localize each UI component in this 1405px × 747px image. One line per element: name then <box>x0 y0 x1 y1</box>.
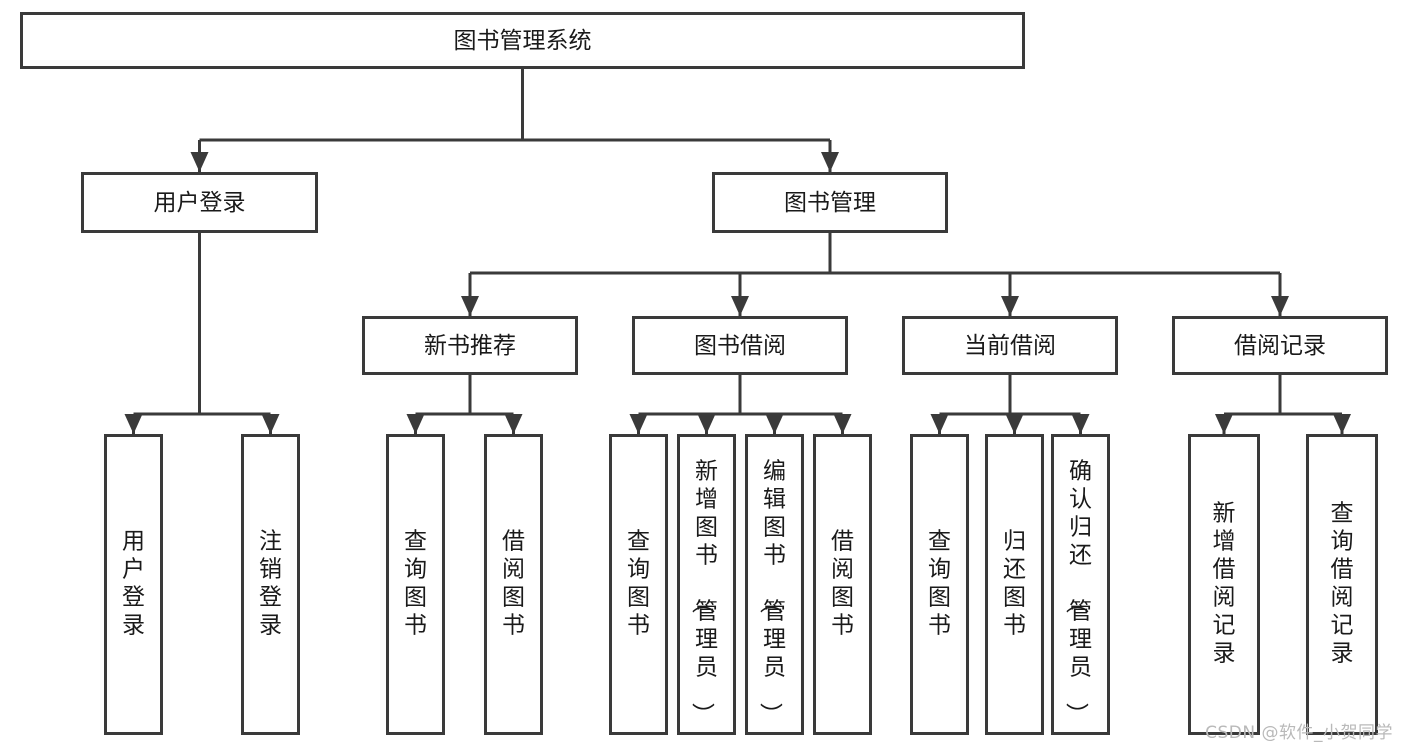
node-leaf-4[interactable]: 查询图书 <box>609 434 668 735</box>
connector-layer <box>124 69 1351 434</box>
node-leaf-5-rect[interactable] <box>677 434 736 735</box>
node-leaf-6-rect[interactable] <box>745 434 804 735</box>
node-leaf-9-label: 归还图书 <box>1003 529 1026 639</box>
node-leaf-10-rect[interactable] <box>1051 434 1110 735</box>
node-level3-3[interactable]: 借阅记录 <box>1172 316 1388 375</box>
node-leaf-10-label: 确认归还（管理员） <box>1063 459 1092 726</box>
node-level3-3-label: 借阅记录 <box>1234 333 1326 359</box>
node-level3-1[interactable]: 图书借阅 <box>632 316 848 375</box>
watermark-text: CSDN @软件_小贺同学 <box>1205 723 1393 743</box>
arrow-head-icon <box>1005 414 1024 434</box>
node-leaf-2-label: 查询图书 <box>404 529 427 639</box>
node-leaf-1-label: 注销登录 <box>259 529 282 639</box>
node-leaf-0-rect[interactable] <box>104 434 163 735</box>
node-leaf-9[interactable]: 归还图书 <box>985 434 1044 735</box>
node-level2-0-label: 用户登录 <box>154 190 246 216</box>
arrow-head-icon <box>1333 414 1351 434</box>
node-leaf-12[interactable]: 查询借阅记录 <box>1306 434 1378 735</box>
arrow-head-icon <box>697 414 716 434</box>
node-level3-1-label: 图书借阅 <box>694 333 786 359</box>
arrow-head-icon <box>1071 414 1090 434</box>
node-level2-0-rect[interactable] <box>81 172 318 233</box>
node-root-rect[interactable] <box>20 12 1025 69</box>
arrow-head-icon <box>190 152 209 172</box>
node-leaf-8-rect[interactable] <box>910 434 969 735</box>
node-leaf-9-rect[interactable] <box>985 434 1044 735</box>
node-leaf-5[interactable]: 新增图书（管理员） <box>677 434 736 735</box>
node-level3-1-rect[interactable] <box>632 316 848 375</box>
arrow-head-icon <box>629 414 648 434</box>
node-leaf-2[interactable]: 查询图书 <box>386 434 445 735</box>
node-level2-1-rect[interactable] <box>712 172 948 233</box>
node-leaf-1-rect[interactable] <box>241 434 300 735</box>
node-leaf-4-label: 查询图书 <box>627 529 650 639</box>
node-level3-3-rect[interactable] <box>1172 316 1388 375</box>
arrow-head-icon <box>930 414 949 434</box>
node-layer: 图书管理系统用户登录图书管理新书推荐图书借阅当前借阅借阅记录用户登录注销登录查询… <box>20 12 1388 735</box>
node-root[interactable]: 图书管理系统 <box>20 12 1025 69</box>
node-level2-1[interactable]: 图书管理 <box>712 172 948 233</box>
arrow-head-icon <box>461 296 479 316</box>
node-leaf-10[interactable]: 确认归还（管理员） <box>1051 434 1110 735</box>
node-level3-2-label: 当前借阅 <box>964 333 1056 359</box>
arrow-head-icon <box>765 414 784 434</box>
node-leaf-7-label: 借阅图书 <box>831 529 854 639</box>
node-leaf-7-rect[interactable] <box>813 434 872 735</box>
node-level3-0-label: 新书推荐 <box>424 333 516 359</box>
node-leaf-5-label: 新增图书（管理员） <box>689 459 718 726</box>
node-leaf-2-rect[interactable] <box>386 434 445 735</box>
node-leaf-1[interactable]: 注销登录 <box>241 434 300 735</box>
node-leaf-6-label: 编辑图书（管理员） <box>757 459 786 726</box>
node-leaf-8[interactable]: 查询图书 <box>910 434 969 735</box>
node-level3-2[interactable]: 当前借阅 <box>902 316 1118 375</box>
node-level2-0[interactable]: 用户登录 <box>81 172 318 233</box>
arrow-head-icon <box>1001 296 1019 316</box>
node-leaf-3-rect[interactable] <box>484 434 543 735</box>
node-leaf-12-rect[interactable] <box>1306 434 1378 735</box>
node-level3-2-rect[interactable] <box>902 316 1118 375</box>
arrow-head-icon <box>821 152 839 172</box>
node-level3-0[interactable]: 新书推荐 <box>362 316 578 375</box>
node-leaf-7[interactable]: 借阅图书 <box>813 434 872 735</box>
node-leaf-11-label: 新增借阅记录 <box>1213 501 1236 667</box>
node-leaf-12-label: 查询借阅记录 <box>1331 501 1354 667</box>
arrow-head-icon <box>833 414 852 434</box>
node-leaf-8-label: 查询图书 <box>928 529 951 639</box>
arrow-head-icon <box>504 414 523 434</box>
arrow-head-icon <box>1271 296 1289 316</box>
node-leaf-0-label: 用户登录 <box>122 529 145 639</box>
node-level3-0-rect[interactable] <box>362 316 578 375</box>
node-root-label: 图书管理系统 <box>454 28 592 54</box>
node-leaf-6[interactable]: 编辑图书（管理员） <box>745 434 804 735</box>
node-leaf-4-rect[interactable] <box>609 434 668 735</box>
node-leaf-11[interactable]: 新增借阅记录 <box>1188 434 1260 735</box>
node-leaf-11-rect[interactable] <box>1188 434 1260 735</box>
node-leaf-3-label: 借阅图书 <box>502 529 525 639</box>
arrow-head-icon <box>261 414 280 434</box>
arrow-head-icon <box>731 296 749 316</box>
arrow-head-icon <box>406 414 425 434</box>
node-level2-1-label: 图书管理 <box>784 190 876 216</box>
node-leaf-3[interactable]: 借阅图书 <box>484 434 543 735</box>
arrow-head-icon <box>124 414 143 434</box>
node-leaf-0[interactable]: 用户登录 <box>104 434 163 735</box>
arrow-head-icon <box>1215 414 1233 434</box>
